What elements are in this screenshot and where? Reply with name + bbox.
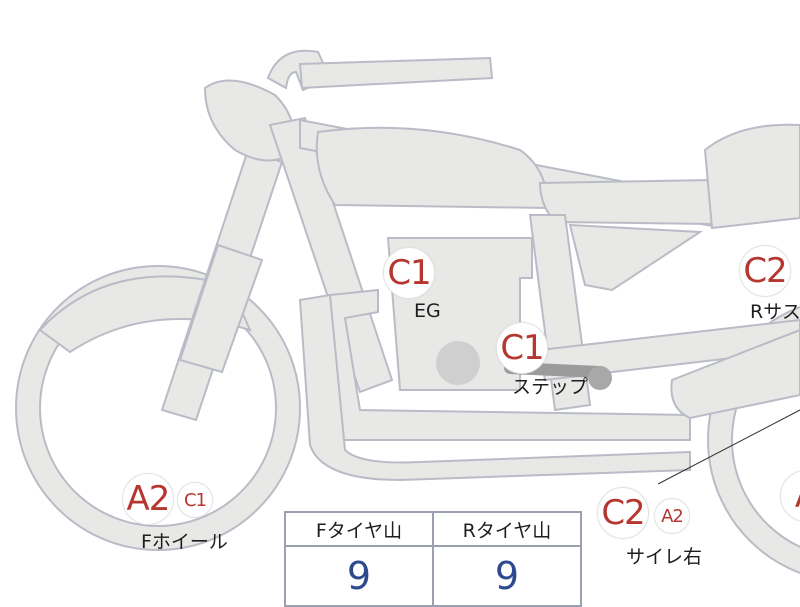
rear-suspension-grade-badge: C2: [739, 245, 791, 297]
silencer-leader-line: [657, 409, 800, 485]
rear-tread-value: 9: [432, 545, 582, 607]
exhaust-pipe-lower: [298, 293, 691, 482]
front-tread-header: Fタイヤ山: [284, 511, 434, 547]
rear-suspension-label: Rサス: [750, 301, 800, 323]
silencer-sub-grade-badge: A2: [654, 498, 690, 534]
front-wheel-sub-grade-badge: C1: [177, 482, 213, 518]
rear-wheel-inner: [709, 308, 800, 572]
handlebar-grip: [298, 56, 494, 90]
fuel-tank: [315, 126, 550, 210]
side-cover: [568, 223, 704, 292]
step-knob: [588, 366, 612, 390]
silencer: [670, 328, 800, 420]
seat: [538, 178, 714, 226]
front-wheel-grade-badge: A2: [122, 473, 174, 525]
engine-label: EG: [414, 300, 441, 322]
silencer-grade-badge: C2: [597, 487, 649, 539]
fork-tube: [178, 243, 264, 374]
front-wheel-label: Fホイール: [141, 531, 228, 553]
step-label: ステップ: [512, 376, 589, 398]
engine-cover: [436, 341, 480, 385]
rear-cowl: [703, 123, 800, 230]
front-tread-value: 9: [284, 545, 434, 607]
tire-tread-table: Fタイヤ山 Rタイヤ山 9 9: [284, 511, 582, 607]
tread-header-row: Fタイヤ山 Rタイヤ山: [284, 511, 582, 547]
engine-grade-badge: C1: [383, 247, 435, 299]
step-grade-badge: C1: [496, 322, 548, 374]
silencer-label: サイレ右: [626, 546, 703, 568]
tread-value-row: 9 9: [284, 545, 582, 607]
rear-tread-header: Rタイヤ山: [432, 511, 582, 547]
